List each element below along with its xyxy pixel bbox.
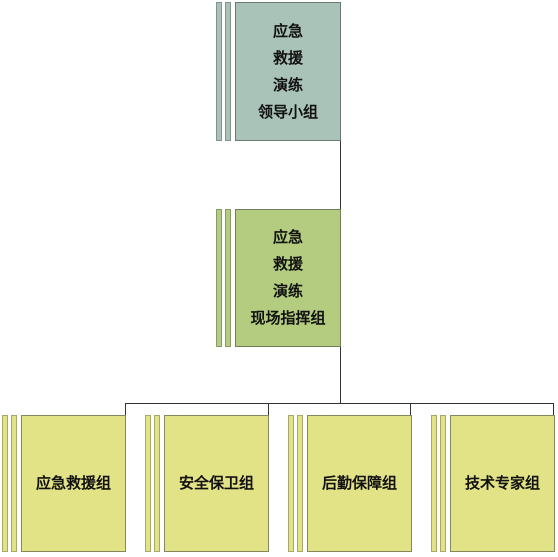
node-command-accent-bar-2: [225, 209, 231, 347]
node-leader-line-1: 应急: [272, 21, 303, 40]
node-team-logistics-accent-bar-2: [297, 415, 303, 552]
node-leader-box: 应急 救援 演练 领导小组: [235, 2, 341, 141]
connector-drop-team-2: [268, 403, 269, 415]
node-team-logistics-label: 后勤保障组: [321, 474, 397, 492]
node-leader-accent-bar-2: [225, 2, 231, 141]
connector-horizontal-bus: [125, 403, 553, 404]
node-team-experts-label: 技术专家组: [464, 474, 540, 492]
node-command-line-3: 演练: [272, 282, 303, 300]
node-team-security-label: 安全保卫组: [178, 474, 254, 492]
node-team-rescue-accent-bar-1: [2, 415, 8, 552]
node-command-line-2: 救援: [272, 255, 303, 273]
node-team-security-accent-bar-2: [154, 415, 160, 552]
node-leader-line-3: 演练: [272, 75, 303, 94]
node-team-logistics-box: 后勤保障组: [307, 415, 412, 552]
node-leader-line-2: 救援: [272, 48, 303, 67]
node-leader-group: 应急 救援 演练 领导小组: [216, 2, 341, 142]
node-command-group: 应急 救援 演练 现场指挥组: [216, 209, 341, 348]
connector-command-down: [340, 347, 341, 404]
node-team-security-accent-bar-1: [145, 415, 151, 552]
node-command-label: 应急 救援 演练 现场指挥组: [250, 224, 325, 332]
node-team-rescue: 应急救援组: [2, 415, 126, 553]
node-leader-label: 应急 救援 演练 领导小组: [258, 18, 318, 126]
node-team-experts-box: 技术专家组: [450, 415, 555, 552]
node-team-rescue-label: 应急救援组: [35, 474, 111, 492]
node-team-security: 安全保卫组: [145, 415, 269, 553]
connector-drop-team-4: [553, 403, 554, 415]
node-command-accent-bar-1: [216, 209, 222, 347]
node-team-experts-accent-bar-2: [440, 415, 446, 552]
node-team-experts-accent-bar-1: [431, 415, 437, 552]
node-command-box: 应急 救援 演练 现场指挥组: [235, 209, 341, 347]
node-team-logistics: 后勤保障组: [288, 415, 412, 553]
node-leader-accent-bar-1: [216, 2, 222, 141]
connector-drop-team-3: [410, 403, 411, 415]
node-team-rescue-box: 应急救援组: [21, 415, 126, 552]
node-team-rescue-accent-bar-2: [11, 415, 17, 552]
connector-drop-team-1: [125, 403, 126, 415]
node-team-experts: 技术专家组: [431, 415, 555, 553]
node-team-security-box: 安全保卫组: [164, 415, 269, 552]
node-team-logistics-accent-bar-1: [288, 415, 294, 552]
node-command-line-1: 应急: [272, 228, 303, 246]
node-leader-line-4: 领导小组: [257, 102, 318, 121]
connector-leader-to-command: [340, 141, 341, 209]
node-command-line-4: 现场指挥组: [250, 309, 326, 327]
